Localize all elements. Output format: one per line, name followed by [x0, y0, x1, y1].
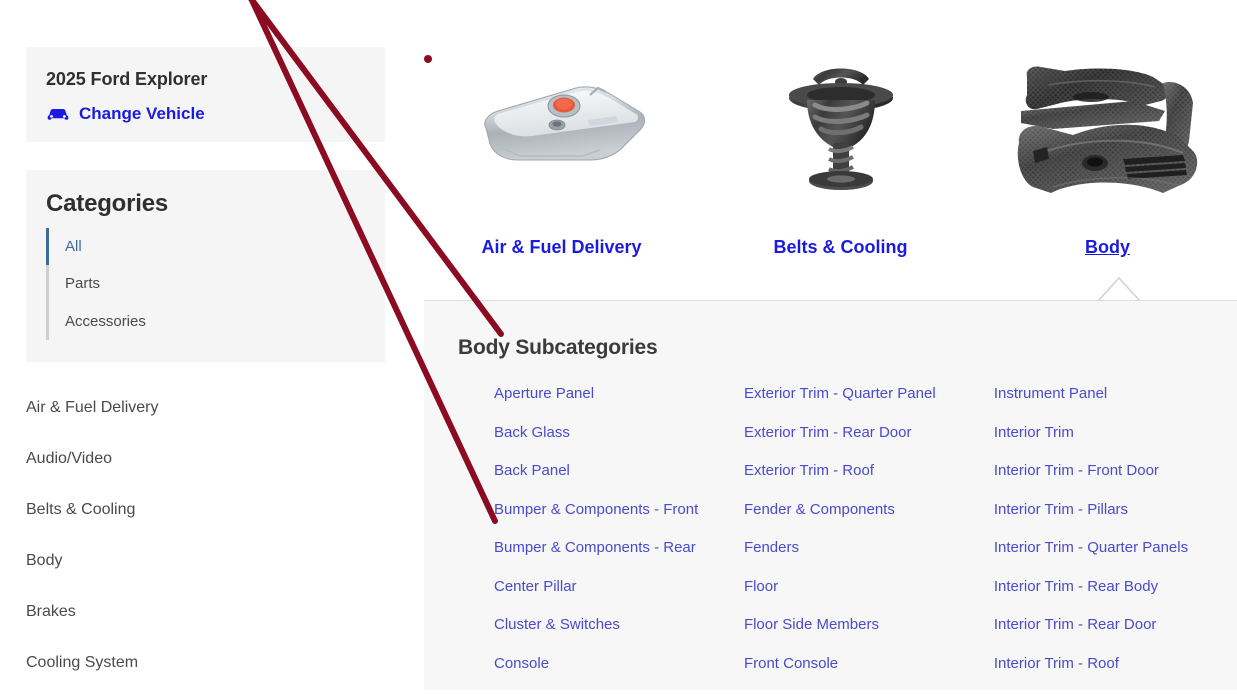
subcategory-link[interactable]: Interior Trim - Front Door [994, 463, 1237, 502]
subcategory-link[interactable]: Console [494, 656, 744, 694]
subcategory-column-1: Aperture Panel Back Glass Back Panel Bum… [494, 386, 744, 694]
subcategory-column-3: Instrument Panel Interior Trim Interior … [994, 386, 1237, 694]
thermostat-image [705, 50, 976, 210]
subcategory-link[interactable]: Floor Side Members [744, 617, 994, 656]
categories-title: Categories [46, 190, 365, 218]
subcategory-link[interactable]: Exterior Trim - Roof [744, 463, 994, 502]
tile-label-belts-cooling[interactable]: Belts & Cooling [774, 237, 908, 258]
main-category-brakes[interactable]: Brakes [26, 586, 385, 637]
subcategory-link[interactable]: Interior Trim - Roof [994, 656, 1237, 694]
subcategory-link[interactable]: Interior Trim [994, 425, 1237, 464]
main-category-body[interactable]: Body [26, 535, 385, 586]
sidebar: 2025 Ford Explorer Change Vehicle Catego… [26, 0, 385, 688]
subcategory-column-2: Exterior Trim - Quarter Panel Exterior T… [744, 386, 994, 694]
subcategory-link[interactable]: Back Glass [494, 425, 744, 464]
category-tile-air-fuel-delivery[interactable]: Air & Fuel Delivery [426, 50, 697, 258]
main-category-list: Air & Fuel Delivery Audio/Video Belts & … [26, 382, 385, 688]
subcategory-columns: Aperture Panel Back Glass Back Panel Bum… [424, 360, 1237, 694]
category-tile-belts-cooling[interactable]: Belts & Cooling [705, 50, 976, 258]
subcategory-link[interactable]: Center Pillar [494, 579, 744, 618]
category-tile-strip: Air & Fuel Delivery [424, 0, 1237, 300]
subcategory-link[interactable]: Fenders [744, 540, 994, 579]
subcategory-link[interactable]: Cluster & Switches [494, 617, 744, 656]
subcategory-link[interactable]: Exterior Trim - Quarter Panel [744, 386, 994, 425]
subcategory-link[interactable]: Bumper & Components - Rear [494, 540, 744, 579]
subcategory-link[interactable]: Front Console [744, 656, 994, 694]
subcategory-link[interactable]: Aperture Panel [494, 386, 744, 425]
subcategory-link[interactable]: Exterior Trim - Rear Door [744, 425, 994, 464]
bumper-image [972, 50, 1237, 210]
car-icon [46, 106, 70, 122]
subcategory-link[interactable]: Interior Trim - Rear Door [994, 617, 1237, 656]
subcategory-panel: Body Subcategories Aperture Panel Back G… [424, 300, 1237, 690]
fuel-tank-image [426, 50, 697, 210]
subcategory-link[interactable]: Fender & Components [744, 502, 994, 541]
subcategory-panel-title: Body Subcategories [424, 301, 1237, 360]
vehicle-title: 2025 Ford Explorer [46, 69, 365, 90]
tile-label-air-fuel-delivery[interactable]: Air & Fuel Delivery [481, 237, 641, 258]
subcategory-link[interactable]: Interior Trim - Quarter Panels [994, 540, 1237, 579]
tile-label-body[interactable]: Body [1085, 237, 1130, 258]
category-filter-list: All Parts Accessories [46, 228, 365, 340]
subcategory-link[interactable]: Back Panel [494, 463, 744, 502]
subcategory-link[interactable]: Interior Trim - Pillars [994, 502, 1237, 541]
subcategory-link[interactable]: Interior Trim - Rear Body [994, 579, 1237, 618]
category-tile-body[interactable]: Body [972, 50, 1237, 258]
categories-panel: Categories All Parts Accessories [26, 170, 385, 362]
category-filter-accessories[interactable]: Accessories [46, 303, 365, 340]
category-filter-all[interactable]: All [46, 228, 365, 265]
change-vehicle-label: Change Vehicle [79, 104, 205, 124]
subcategory-link[interactable]: Bumper & Components - Front [494, 502, 744, 541]
change-vehicle-link[interactable]: Change Vehicle [46, 104, 205, 124]
vehicle-selector-box: 2025 Ford Explorer Change Vehicle [26, 47, 385, 142]
subcategory-link[interactable]: Instrument Panel [994, 386, 1237, 425]
main-category-air-fuel-delivery[interactable]: Air & Fuel Delivery [26, 382, 385, 433]
category-filter-parts[interactable]: Parts [46, 265, 365, 302]
subcategory-link[interactable]: Floor [744, 579, 994, 618]
main-category-audio-video[interactable]: Audio/Video [26, 433, 385, 484]
main-category-belts-cooling[interactable]: Belts & Cooling [26, 484, 385, 535]
main-category-cooling-system[interactable]: Cooling System [26, 637, 385, 688]
